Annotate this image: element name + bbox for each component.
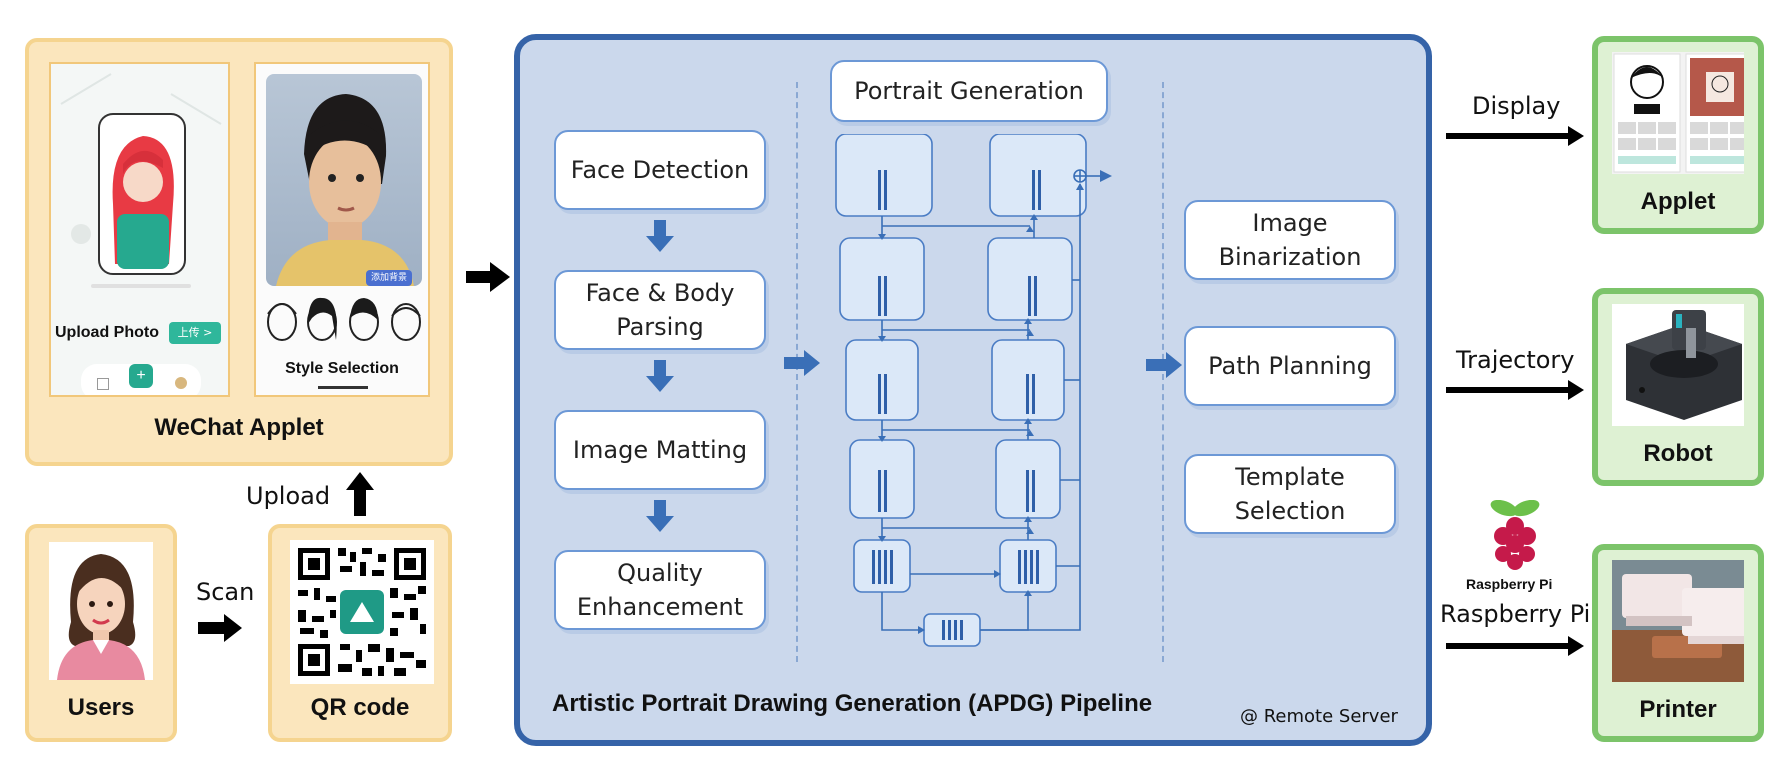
wechat-applet-label: WeChat Applet (154, 414, 324, 441)
display-label: Display (1472, 92, 1561, 120)
robot-image-frame (1612, 304, 1744, 426)
applet-output-panel: Applet (1592, 36, 1764, 234)
to-generation-arrow (784, 350, 820, 376)
profile-icon[interactable] (175, 377, 187, 389)
template-selection-box: Template Selection (1184, 454, 1396, 534)
qr-code-label: QR code (310, 694, 410, 721)
trajectory-arrow (1446, 380, 1584, 400)
style-selection-label: Style Selection (285, 360, 399, 377)
unet-diagram (835, 134, 1112, 647)
style-thumbnails[interactable] (260, 294, 428, 344)
quality-enhancement-box: Quality Enhancement (554, 550, 766, 630)
printer-output-panel: Printer (1592, 544, 1764, 742)
image-matting-box: Image Matting (554, 410, 766, 490)
applet-label: Applet (1640, 188, 1716, 215)
applet-to-pipeline-arrow (466, 262, 510, 292)
upload-photo-label: Upload Photo (55, 324, 159, 341)
raspberry-pi-arrow (1446, 636, 1584, 656)
child-photo (266, 74, 422, 286)
home-icon[interactable] (97, 378, 109, 390)
qr-code-frame (290, 540, 434, 684)
applet-screenshots (1612, 52, 1744, 174)
path-planning-box: Path Planning (1184, 326, 1396, 406)
raspberry-pi-logo (1490, 500, 1540, 570)
trajectory-label: Trajectory (1456, 346, 1575, 374)
robot-output-panel: Robot (1592, 288, 1764, 486)
face-detection-box: Face Detection (554, 130, 766, 210)
users-label: Users (67, 694, 135, 721)
preprocess-arrows (646, 220, 674, 532)
face-body-parsing-box: Face & Body Parsing (554, 270, 766, 350)
to-postprocess-arrow (1146, 352, 1182, 378)
phone-illustration (60, 73, 222, 288)
printer-image (1612, 574, 1744, 682)
remote-server-note: @ Remote Server (1240, 706, 1398, 727)
raspberry-pi-logo-text: Raspberry Pi (1466, 576, 1553, 592)
image-binarization-box: Image Binarization (1184, 200, 1396, 280)
separator-left (796, 82, 798, 662)
portrait-generation-title: Portrait Generation (830, 60, 1108, 122)
pipeline-title: Artistic Portrait Drawing Generation (AP… (552, 690, 1153, 717)
qr-code-image[interactable] (290, 540, 434, 684)
printer-label: Printer (1639, 696, 1717, 723)
photo-badge[interactable]: 添加背景 (366, 270, 412, 286)
separator-right (1162, 82, 1164, 662)
upload-arrow (346, 472, 374, 516)
home-indicator (318, 386, 368, 389)
applet-screens-image (1613, 53, 1744, 173)
wechat-applet-panel: Upload Photo 上传 > + 添加背景 (25, 38, 453, 466)
add-icon[interactable]: + (129, 364, 153, 388)
upload-button[interactable]: 上传 > (169, 322, 221, 344)
qr-code-panel: QR code (268, 524, 452, 742)
robot-image (1626, 310, 1742, 420)
display-arrow (1446, 126, 1584, 146)
apdg-pipeline-panel: Face Detection Face & Body Parsing Image… (514, 34, 1432, 746)
printer-image-frame (1612, 560, 1744, 682)
upload-photo-screen: Upload Photo 上传 > + (49, 62, 230, 397)
robot-label: Robot (1643, 440, 1713, 467)
scan-arrow (198, 614, 242, 642)
scan-label: Scan (196, 578, 255, 606)
style-selection-screen: 添加背景 Style Selection (254, 62, 430, 397)
user-avatar (57, 554, 145, 680)
raspberry-pi-label: Raspberry Pi (1440, 600, 1591, 628)
user-avatar-frame (49, 542, 153, 680)
users-panel: Users (25, 524, 177, 742)
upload-label: Upload (246, 482, 331, 510)
